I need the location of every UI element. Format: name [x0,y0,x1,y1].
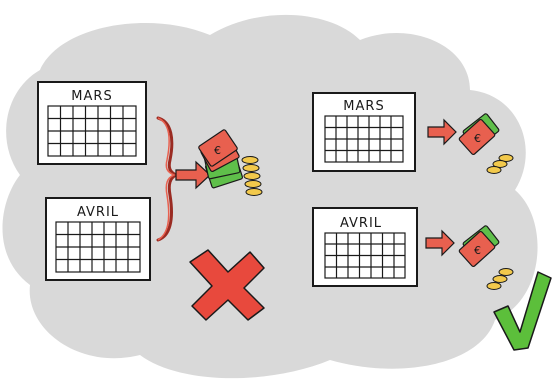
cloud-background [3,15,538,378]
euro-symbol: € [474,244,481,257]
calendar-mars-right: MARS [313,93,415,171]
euro-symbol: € [474,132,481,145]
calendar-avril-right: AVRIL [313,208,417,286]
calendar-avril-left: AVRIL [46,198,150,280]
calendar-month-label: AVRIL [340,216,382,231]
calendar-month-label: MARS [71,89,112,104]
calendar-mars-left: MARS [38,82,146,164]
calendar-month-label: MARS [343,99,384,114]
euro-symbol: € [214,144,221,157]
calendar-month-label: AVRIL [77,205,119,220]
